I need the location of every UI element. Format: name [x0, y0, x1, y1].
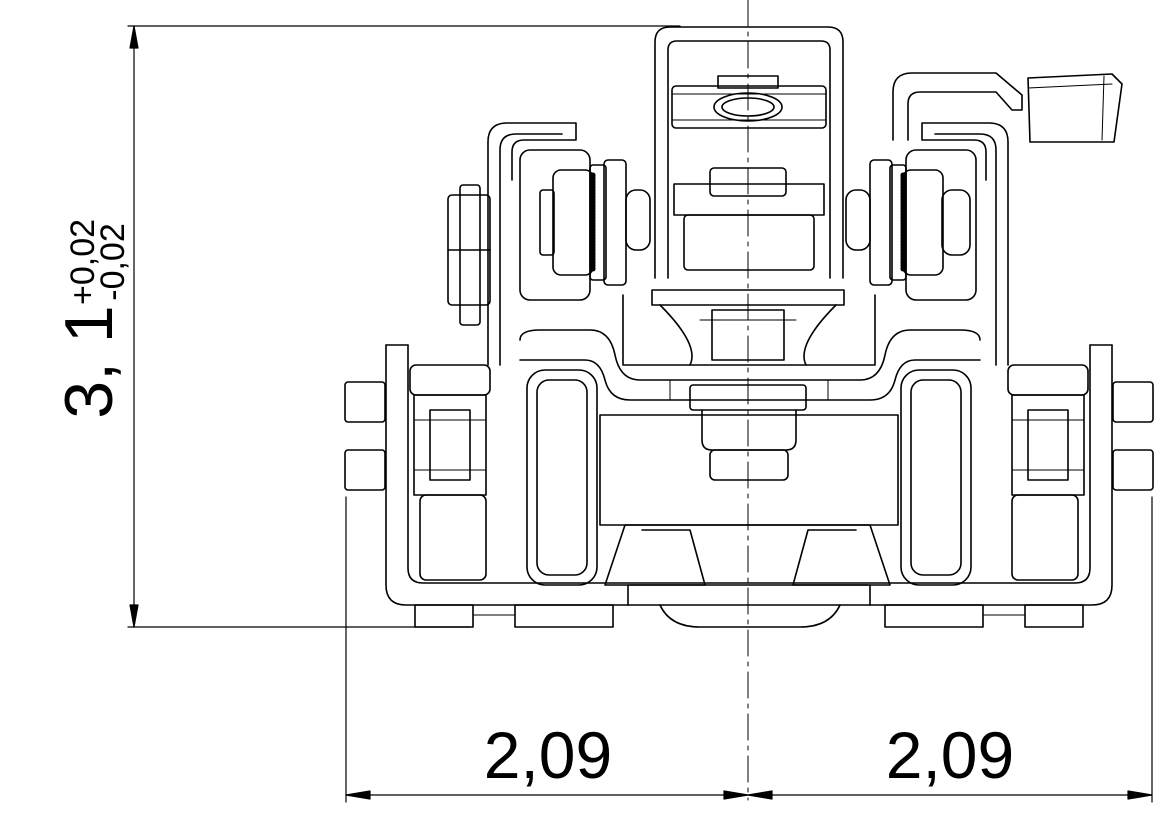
mechanism-drawing [344, 26, 1154, 628]
width-dimension [345, 496, 1153, 803]
height-tolerance-lower: -0,02 [94, 223, 132, 301]
central-block [622, 167, 876, 366]
left-side-assembly [344, 364, 491, 581]
right-side-assembly [1007, 364, 1154, 581]
top-clamp [654, 26, 844, 279]
right-wheel [900, 369, 972, 586]
base-frame [385, 344, 1113, 628]
width-left-value: 2,09 [484, 718, 612, 792]
left-knurled-wheel [447, 149, 651, 326]
height-value: 3, 1 [51, 305, 127, 418]
left-wheel [526, 369, 598, 586]
height-dimension [127, 25, 681, 628]
right-knurled-wheel [845, 149, 977, 301]
linkage [519, 329, 981, 401]
height-tolerance-upper: +0,02 [64, 219, 102, 305]
upper-right-arm [921, 122, 1009, 366]
plunger [689, 384, 807, 481]
width-right-value: 2,09 [886, 718, 1014, 792]
lever [892, 72, 1123, 143]
upper-left-arm [487, 122, 577, 366]
